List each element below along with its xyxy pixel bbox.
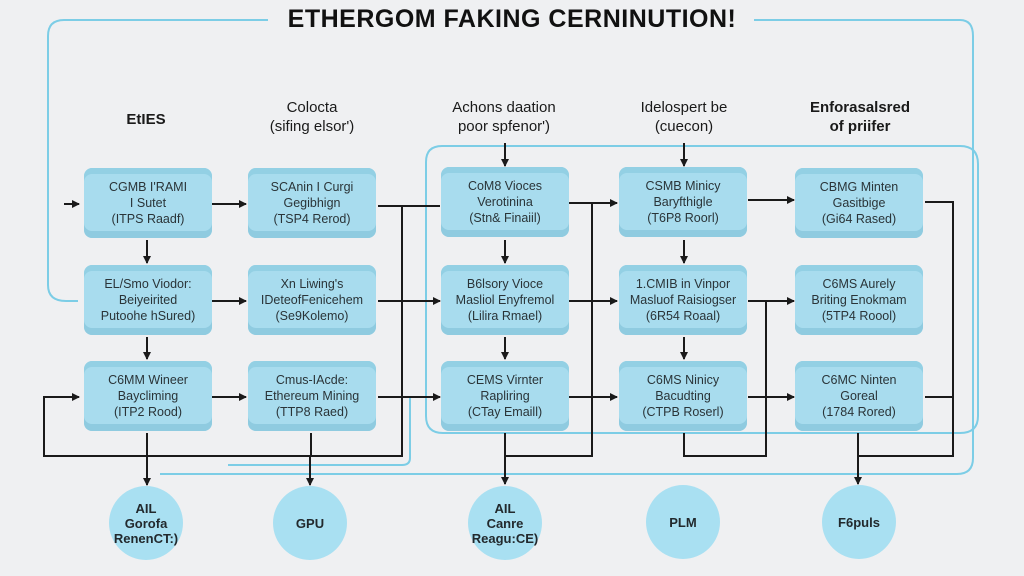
output-node-plm[interactable]: PLM	[646, 485, 720, 559]
process-node[interactable]: Xn Liwing's IDeteofFenicehem (Se9Kolemo)	[248, 265, 376, 335]
column-heading-5-line-1: Enforasalsred	[809, 99, 911, 116]
loop-n34	[683, 301, 767, 457]
output-line: Canre	[486, 515, 524, 531]
node-line: IDeteofFenicehem	[260, 293, 364, 307]
process-node[interactable]: CBMG Minten Gasitbige (Gi64 Rased)	[795, 168, 923, 238]
output-line: Reagu:CE)	[471, 530, 539, 546]
output-line: Gorofa	[124, 515, 168, 531]
output-line: AIL	[494, 500, 516, 516]
node-line: C6MS Aurely	[822, 277, 896, 291]
output-line: F6puls	[838, 514, 880, 530]
process-node[interactable]: EL/Smo Viodor: Beiyeirited Putoohe hSure…	[84, 265, 212, 335]
column-heading-4: Idelospert be (cuecon)	[604, 98, 764, 136]
node-line: CSMB Minicy	[645, 179, 721, 193]
node-line: Masluof Raisiogser	[629, 293, 737, 307]
node-line: Gegibhign	[283, 196, 341, 210]
process-node[interactable]: B6lsory Vioce Masliol Enyfremol (Lilira …	[441, 265, 569, 335]
output-line: GPU	[295, 515, 325, 531]
node-line: Briting Enokmam	[811, 293, 907, 307]
column-heading-3: Achons daation poor spfenor')	[424, 98, 584, 136]
process-node[interactable]: 1.CMIB in Vinpor Masluof Raisiogser (6R5…	[619, 265, 747, 335]
process-node[interactable]: CoM8 Vioces Verotinina (Stn& Finaiil)	[441, 167, 569, 237]
column-heading-4-line-1: Idelospert be	[640, 99, 728, 116]
node-line: Baryfthigle	[653, 195, 713, 209]
output-node-ail-canre[interactable]: AIL Canre Reagu:CE)	[468, 486, 542, 560]
output-node-gpu[interactable]: GPU	[273, 486, 347, 560]
process-node[interactable]: Cmus-IAcde: Ethereum Mining (TTP8 Raed)	[248, 361, 376, 431]
node-line: (CTay Emaill)	[467, 405, 543, 419]
node-line: EL/Smo Viodor:	[104, 277, 192, 291]
node-line: I Sutet	[129, 196, 167, 210]
node-line: (Stn& Finaiil)	[469, 211, 541, 225]
output-node-ail-gorofa[interactable]: AIL Gorofa RenenCT:)	[109, 486, 183, 560]
column-heading-1-line-1: EtIES	[126, 111, 166, 128]
node-line: Cmus-IAcde:	[275, 373, 349, 387]
frame-tail	[228, 398, 411, 466]
loop-left	[43, 393, 212, 457]
line-n15-loop	[858, 201, 954, 457]
node-line: Ethereum Mining	[264, 389, 360, 403]
node-line: SCAnin I Curgi	[270, 180, 354, 194]
loop-mid-left	[212, 206, 403, 457]
node-line: Masliol Enyfremol	[455, 293, 555, 307]
process-node[interactable]: C6MM Wineer Baycliming (ITP2 Rood)	[84, 361, 212, 431]
node-line: CEMS Virnter	[466, 373, 544, 387]
column-heading-3-line-1: Achons daation	[452, 99, 556, 116]
node-line: CBMG Minten	[819, 180, 899, 194]
output-node-f6puls[interactable]: F6puls	[822, 485, 896, 559]
outer-frame-right	[160, 19, 974, 475]
process-node[interactable]: CGMB I'RAMI I Sutet (ITPS Raadf)	[84, 168, 212, 238]
column-heading-5-line-2: of priifer	[829, 118, 891, 135]
process-node[interactable]: C6MS Ninicy Bacudting (CTPB Roserl)	[619, 361, 747, 431]
output-line: RenenCT:)	[113, 530, 179, 546]
node-line: B6lsory Vioce	[466, 277, 544, 291]
node-line: (Se9Kolemo)	[275, 309, 349, 323]
process-node[interactable]: C6MS Aurely Briting Enokmam (5TP4 Roool)	[795, 265, 923, 335]
column-heading-1: EtIES	[66, 110, 226, 129]
outer-frame	[47, 19, 268, 302]
node-line: CoM8 Vioces	[467, 179, 543, 193]
column-heading-3-line-2: poor spfenor')	[457, 118, 551, 135]
node-line: Goreal	[840, 389, 878, 403]
node-line: Xn Liwing's	[280, 277, 344, 291]
node-line: (Gi64 Rased)	[821, 212, 897, 226]
node-line: Gasitbige	[832, 196, 886, 210]
node-line: 1.CMIB in Vinpor	[635, 277, 731, 291]
node-line: Rapliring	[480, 389, 530, 403]
node-line: (T6P8 Roorl)	[647, 211, 719, 225]
node-line: C6MS Ninicy	[646, 373, 720, 387]
node-line: C6MC Ninten	[821, 373, 897, 387]
process-node[interactable]: SCAnin I Curgi Gegibhign (TSP4 Rerod)	[248, 168, 376, 238]
node-line: Bacudting	[655, 389, 711, 403]
column-heading-4-line-2: (cuecon)	[654, 118, 714, 135]
column-heading-2-line-2: (sifing elsor')	[269, 118, 355, 135]
node-line: C6MM Wineer	[108, 373, 188, 387]
node-line: (ITP2 Rood)	[113, 405, 183, 419]
process-node[interactable]: CSMB Minicy Baryfthigle (T6P8 Roorl)	[619, 167, 747, 237]
node-line: Beiyeirited	[118, 293, 178, 307]
node-line: (6R54 Roaal)	[645, 309, 721, 323]
output-line: PLM	[669, 514, 697, 530]
node-line: (5TP4 Roool)	[821, 309, 897, 323]
inner-frame	[425, 145, 979, 434]
diagram-title: ETHERGOM FAKING CERNINUTION!	[270, 2, 754, 38]
node-line: CGMB I'RAMI	[108, 180, 188, 194]
process-node[interactable]: C6MC Ninten Goreal (1784 Rored)	[795, 361, 923, 431]
node-line: Putoohe hSured)	[100, 309, 196, 323]
node-line: Baycliming	[117, 389, 179, 403]
loop-mid	[505, 203, 593, 457]
node-line: (TSP4 Rerod)	[273, 212, 351, 226]
process-node[interactable]: CEMS Virnter Rapliring (CTay Emaill)	[441, 361, 569, 431]
node-line: (ITPS Raadf)	[111, 212, 185, 226]
column-heading-2-line-1: Colocta	[286, 99, 338, 116]
node-line: (TTP8 Raed)	[275, 405, 349, 419]
node-line: (1784 Rored)	[822, 405, 896, 419]
output-line: AIL	[135, 500, 157, 516]
column-heading-2: Colocta (sifing elsor')	[232, 98, 392, 136]
column-heading-5: Enforasalsred of priifer	[780, 98, 940, 136]
node-line: Verotinina	[477, 195, 533, 209]
node-line: (Lilira Rmael)	[467, 309, 543, 323]
node-line: (CTPB Roserl)	[642, 405, 724, 419]
